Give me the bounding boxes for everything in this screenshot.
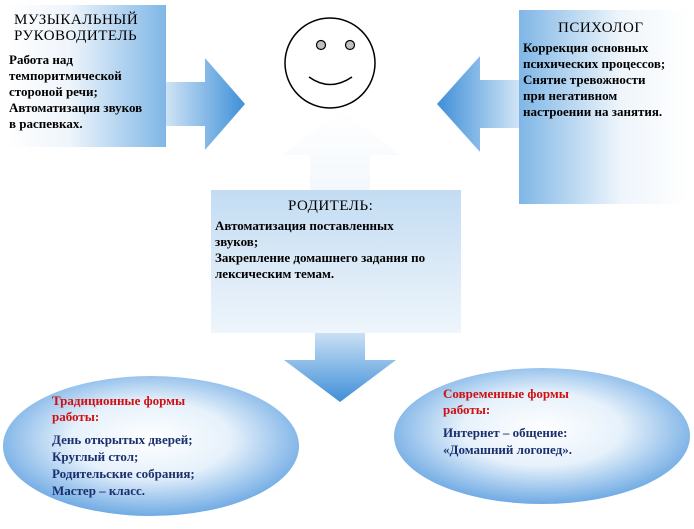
parent-title: РОДИТЕЛЬ: [288, 198, 374, 214]
modern-heading: Современные формы работы: [443, 386, 663, 418]
parent-line: Закрепление домашнего задания по [215, 250, 426, 265]
music-line: стороной речи; [9, 84, 98, 99]
traditional-heading-line-2: работы: [52, 409, 100, 424]
smiley-face-icon [284, 17, 376, 109]
traditional-item: Круглый стол; [52, 449, 139, 464]
traditional-ellipse [3, 376, 299, 516]
traditional-heading-line-1: Традиционные формы [52, 393, 186, 408]
music-line: темпоритмической [9, 68, 122, 83]
arrow-left [437, 56, 524, 152]
music-title-line-2: РУКОВОДИТЕЛЬ [14, 28, 138, 44]
music-line: Работа над [9, 52, 73, 67]
psychologist-line: Снятие тревожности [523, 72, 646, 87]
music-director-box [5, 5, 166, 147]
modern-ellipse [394, 368, 690, 504]
parent-line: лексическим темам. [215, 266, 335, 281]
modern-heading-line-2: работы: [443, 402, 491, 417]
modern-item: Интернет – общение: [443, 425, 568, 440]
arrow-right [160, 58, 245, 150]
traditional-item: Мастер – класс. [52, 483, 145, 498]
modern-item: «Домашний логопед». [443, 442, 572, 457]
psychologist-box [519, 10, 688, 204]
parent-line: Автоматизация поставленных [215, 218, 394, 233]
music-line: Автоматизация звуков [9, 100, 143, 115]
parent-text: Автоматизация поставленных звуков; Закре… [215, 218, 460, 282]
psychologist-line: настроении на занятия. [523, 104, 663, 119]
traditional-list: День открытых дверей; Круглый стол; Роди… [52, 431, 272, 499]
psychologist-title: ПСИХОЛОГ [558, 20, 644, 36]
music-line: в распевках. [9, 116, 83, 131]
music-title-line-1: МУЗЫКАЛЬНЫЙ [14, 12, 139, 28]
psychologist-line: психических процессов; [523, 56, 666, 71]
parent-line: звуков; [215, 234, 259, 249]
traditional-item: Родительские собрания; [52, 466, 195, 481]
traditional-heading: Традиционные формы работы: [52, 393, 272, 425]
arrow-down [284, 330, 396, 402]
arrow-up [282, 110, 400, 192]
music-director-title: МУЗЫКАЛЬНЫЙ РУКОВОДИТЕЛЬ [14, 12, 174, 44]
psychologist-text: Коррекция основных психических процессов… [523, 40, 693, 120]
parent-box [211, 190, 461, 333]
modern-list: Интернет – общение: «Домашний логопед». [443, 424, 673, 458]
traditional-item: День открытых дверей; [52, 432, 193, 447]
psychologist-line: при негативном [523, 88, 618, 103]
psychologist-line: Коррекция основных [523, 40, 649, 55]
music-director-text: Работа над темпоритмической стороной реч… [9, 52, 179, 132]
modern-heading-line-1: Современные формы [443, 386, 569, 401]
